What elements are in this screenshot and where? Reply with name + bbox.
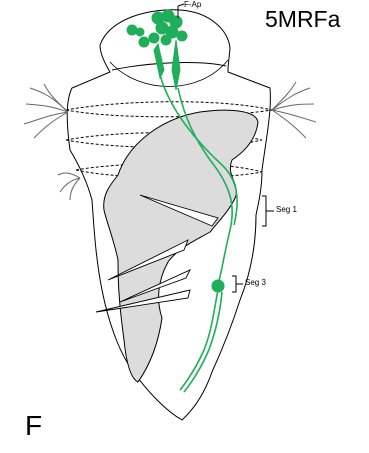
panel-letter: F (25, 410, 42, 442)
head-inner-line (110, 60, 228, 87)
neuron-tract (154, 44, 164, 78)
f-ap-label: F-Ap (184, 0, 201, 9)
neuron-tract (172, 40, 180, 90)
seg3-label: Seg 3 (245, 278, 266, 287)
neuron-soma (136, 28, 144, 36)
figure-title: 5MRFa (265, 6, 340, 33)
neuron-soma (149, 33, 159, 43)
head-boundary (112, 63, 226, 70)
neuron-soma (161, 35, 171, 45)
neuron-soma (177, 31, 187, 41)
neuron-soma (127, 25, 137, 35)
neuron-soma (139, 37, 149, 47)
seg1-label: Seg 1 (276, 205, 297, 214)
